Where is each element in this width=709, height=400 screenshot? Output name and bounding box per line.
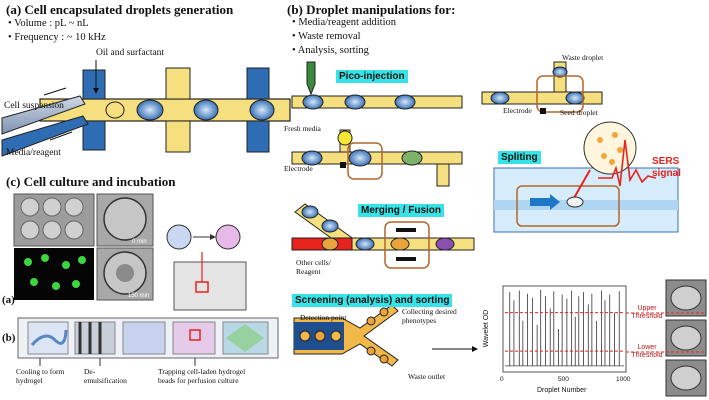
panel-b-bullet-3: • Analysis, sorting bbox=[292, 45, 369, 56]
sublabel-b: (b) bbox=[2, 332, 16, 344]
sublabel-a: (a) bbox=[2, 294, 15, 306]
chart-xtick-1000: 1000 bbox=[616, 376, 631, 383]
upper-threshold-label: Upper Threshold bbox=[631, 305, 663, 320]
fresh-media-label: Fresh media bbox=[284, 124, 321, 133]
screening-label: Screening (analysis) and sorting bbox=[292, 294, 453, 307]
panel-a-bullet-2: • Frequency : ~ 10 kHz bbox=[8, 32, 106, 43]
chart-xtick-500: 500 bbox=[558, 376, 569, 383]
waste-droplet-label: Waste droplet bbox=[562, 53, 604, 62]
chart-xtick-0: 0 bbox=[500, 376, 504, 383]
panel-a-title: (a) Cell encapsulated droplets generatio… bbox=[6, 2, 234, 17]
droplet-generator-diagram bbox=[1, 60, 291, 157]
media-reagent-label: Media/reagent bbox=[6, 148, 61, 158]
cell-suspension-label: Cell suspension bbox=[4, 101, 64, 111]
analysis-sorting-text: Analysis, sorting bbox=[297, 45, 369, 56]
pico-injection-label: Pico-injection bbox=[336, 70, 408, 83]
step-cooling-label: Cooling to form hydrogel bbox=[16, 367, 65, 385]
other-cells-label: Other cells/ Reagent bbox=[296, 258, 331, 276]
seed-droplet-label: Seed droplet bbox=[560, 108, 598, 117]
chart-xlabel: Droplet Number bbox=[537, 387, 587, 394]
panel-b-title: (b) Droplet manipulations for: bbox=[287, 2, 456, 17]
droplet-phenotype-images bbox=[626, 279, 707, 397]
screening-diagram bbox=[293, 304, 478, 367]
detection-point-label: Detection point bbox=[300, 313, 347, 322]
wavelet-od-chart bbox=[502, 285, 627, 373]
oil-label: Oil and surfactant bbox=[96, 48, 165, 58]
frequency-text: Frequency : ~ 10 kHz bbox=[14, 32, 106, 43]
collecting-label: Collecting desired phenotypes bbox=[402, 307, 457, 325]
pico-injection-diagram bbox=[291, 61, 679, 269]
chart-frame bbox=[502, 285, 627, 373]
time-150-label: 150 min bbox=[128, 293, 150, 299]
electrode-label-1: Electrode bbox=[284, 164, 313, 173]
culture-images bbox=[13, 193, 279, 366]
panel-a-bullet-1: • Volume : pL ~ nL bbox=[8, 18, 89, 29]
step-trapping-label: Trapping cell-laden hydrogel beads for p… bbox=[158, 367, 246, 385]
panel-b-bullet-1: • Media/reagent addition bbox=[292, 17, 396, 28]
electrode-label-2: Electrode bbox=[503, 106, 532, 115]
waste-removal-text: Waste removal bbox=[298, 31, 361, 42]
chart-ylabel: Wavelet OD bbox=[483, 309, 491, 348]
panel-b-bullet-2: • Waste removal bbox=[292, 31, 361, 42]
volume-text: Volume : pL ~ nL bbox=[14, 18, 89, 29]
waste-outlet-label: Waste outlet bbox=[408, 372, 446, 381]
panel-c-title: (c) Cell culture and incubation bbox=[6, 174, 176, 189]
sers-signal-label: SERS signal bbox=[652, 156, 681, 179]
splitting-label: Spliting bbox=[498, 151, 541, 164]
media-addition-text: Media/reagent addition bbox=[298, 17, 396, 28]
step-deemulsification-label: De-emulsification bbox=[84, 367, 127, 385]
time-0-label: 0 min bbox=[132, 239, 147, 245]
lower-threshold-label: Lower Threshold bbox=[631, 344, 663, 359]
merging-label: Merging / Fusion bbox=[358, 204, 444, 217]
